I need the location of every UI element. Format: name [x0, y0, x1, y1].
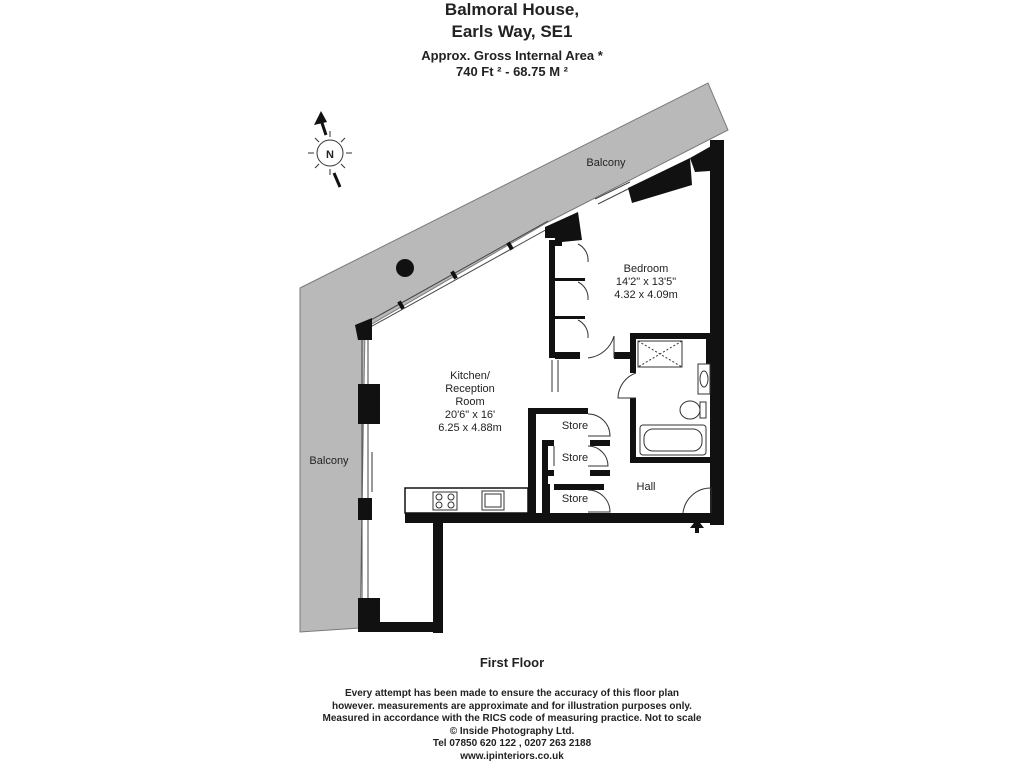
column-circle [396, 259, 414, 277]
balcony-left-label: Balcony [309, 455, 349, 467]
bedroom-metric: 4.32 x 4.09m [614, 289, 678, 301]
window-mullions [397, 241, 514, 310]
kitchen-line2: Reception [445, 383, 495, 395]
balcony-top-label: Balcony [586, 157, 626, 169]
north-arrow-icon [314, 111, 327, 125]
entrance-arrow-icon [690, 519, 704, 533]
store-1-label: Store [562, 420, 588, 432]
bathroom-fixtures [637, 340, 711, 456]
store-2-label: Store [562, 452, 588, 464]
phone-line: Tel 07850 620 122 , 0207 263 2188 [432, 738, 592, 750]
kitchen-line1: Kitchen/ [450, 370, 491, 382]
store-3-label: Store [562, 493, 588, 505]
floor-label: First Floor [479, 655, 545, 670]
website-link[interactable]: www.ipinteriors.co.uk [460, 750, 564, 762]
disclaimer-line: Measured in accordance with the RICS cod… [322, 713, 702, 725]
bedroom-imperial: 14'2" x 13'5" [616, 276, 676, 288]
copyright-line: © Inside Photography Ltd. [449, 725, 575, 737]
left-window [361, 330, 369, 600]
kitchen-metric: 6.25 x 4.88m [438, 422, 502, 434]
bedroom-name: Bedroom [624, 263, 669, 275]
disclaimer-line: however. measurements are approximate an… [332, 700, 692, 712]
property-name: Balmoral House, [444, 0, 580, 19]
balcony-area [299, 82, 729, 633]
area-value: 740 Ft ² - 68.75 M ² [456, 64, 568, 79]
street-address: Earls Way, SE1 [451, 22, 573, 41]
kitchen-counter [404, 487, 529, 514]
floor-plan: N Balcony Balcony Bedroom 14'2" x 13'5" … [299, 82, 729, 633]
hall-label: Hall [637, 481, 656, 493]
walls [355, 140, 724, 633]
compass: N [308, 111, 352, 188]
area-label: Approx. Gross Internal Area * [421, 48, 603, 63]
doors [371, 243, 712, 514]
compass-letter: N [326, 149, 334, 161]
kitchen-imperial: 20'6" x 16' [445, 409, 495, 421]
kitchen-line3: Room [455, 396, 484, 408]
disclaimer-line: Every attempt has been made to ensure th… [345, 688, 679, 699]
disclaimer: Every attempt has been made to ensure th… [0, 688, 1024, 764]
